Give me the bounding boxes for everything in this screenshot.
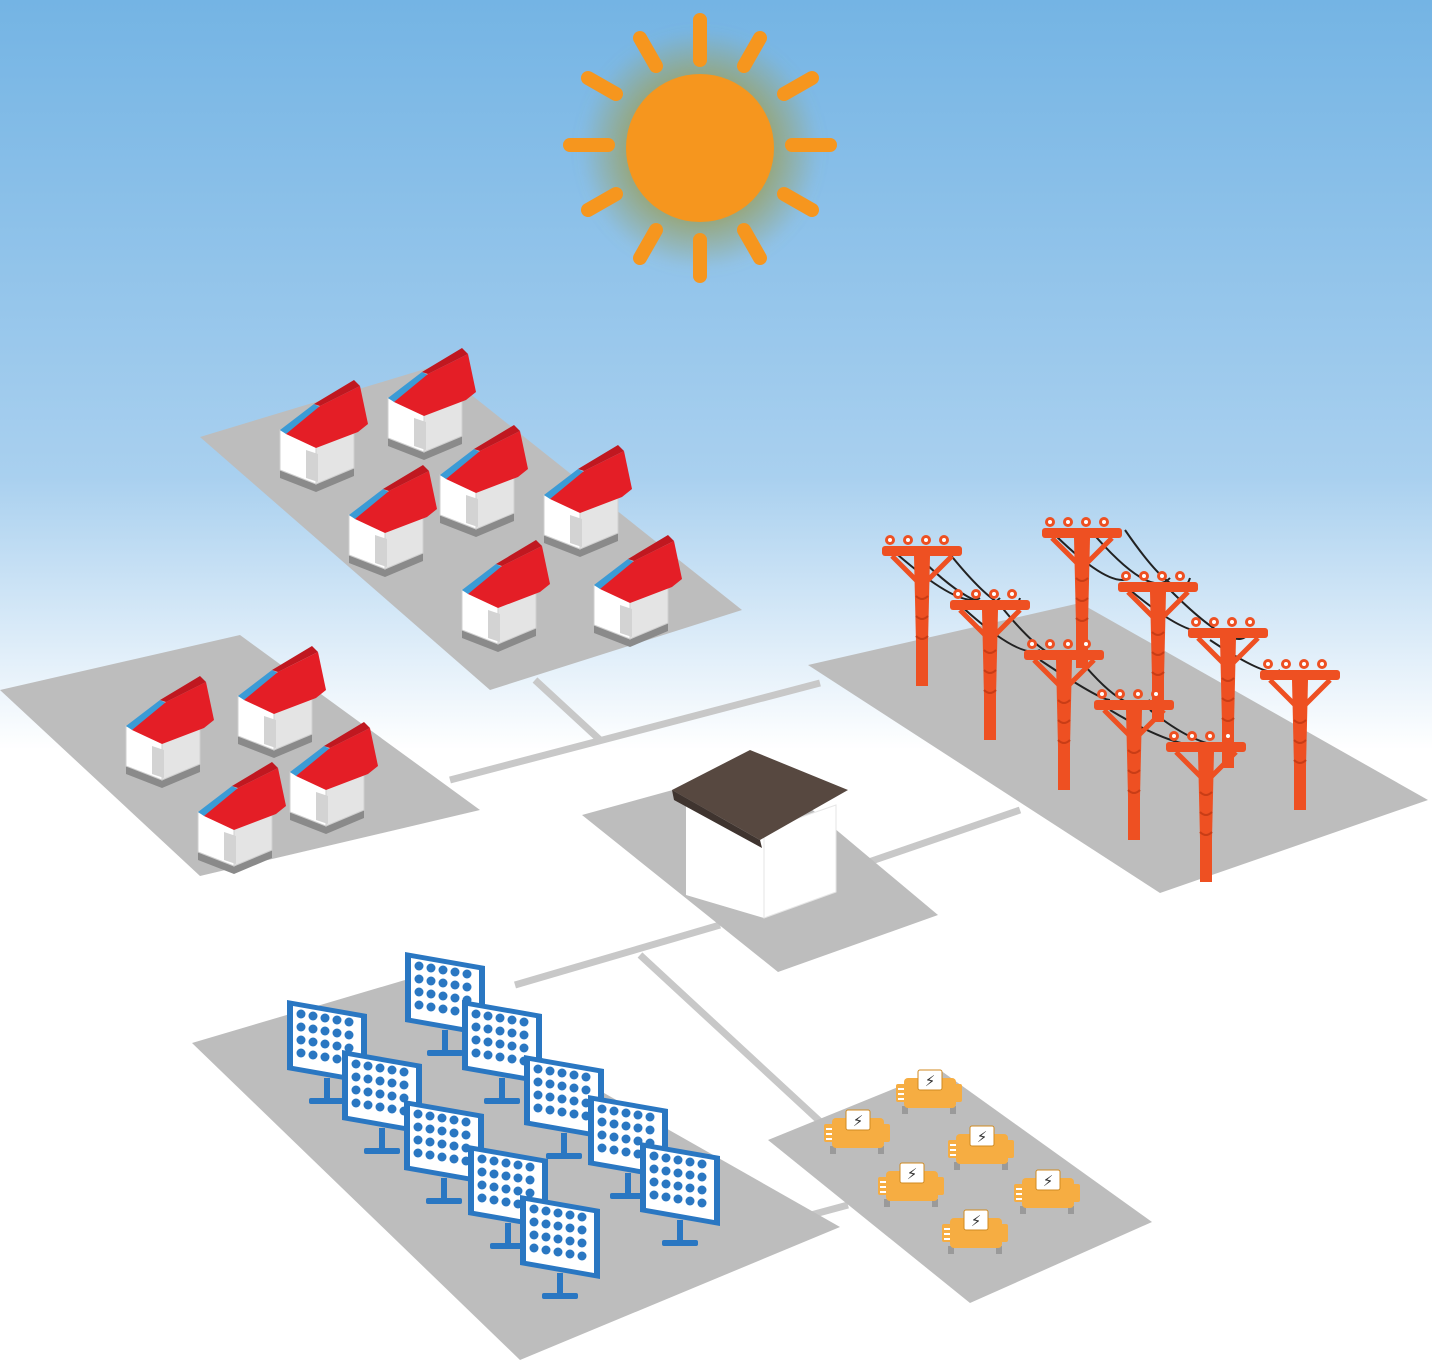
sun-icon [563, 13, 837, 283]
connector-lines [449, 677, 1022, 1226]
substation-icon [672, 750, 848, 919]
plot-power-lines [808, 603, 1428, 893]
power-lines [882, 517, 1340, 882]
